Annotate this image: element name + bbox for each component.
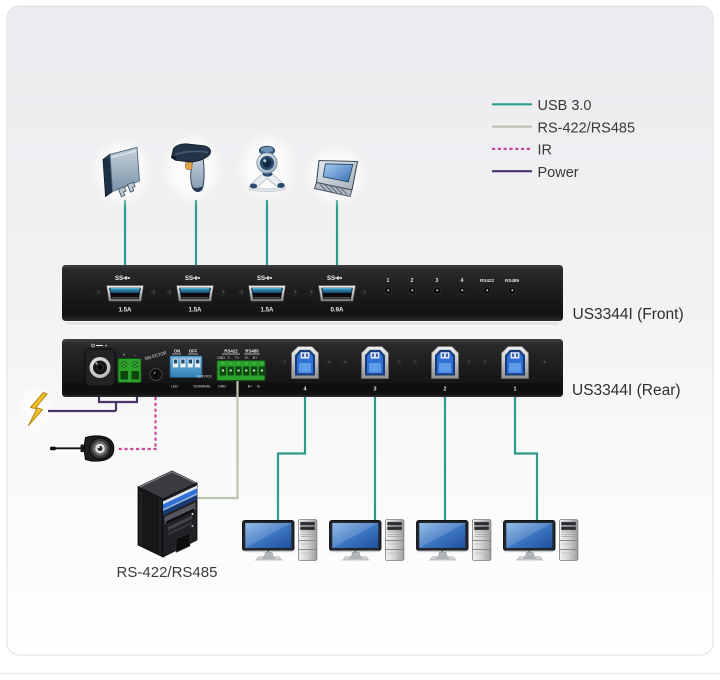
svg-text:1: 1 [387, 278, 390, 284]
svg-text:USB 3.0: USB 3.0 [538, 98, 592, 114]
svg-text:R+: R+ [253, 356, 258, 360]
svg-text:IR: IR [538, 143, 553, 159]
svg-text:+: + [123, 353, 126, 358]
svg-text:RS485: RS485 [505, 278, 519, 283]
svg-text:US3344I (Rear): US3344I (Rear) [572, 382, 681, 399]
svg-text:4: 4 [304, 387, 307, 393]
svg-text:T-: T- [227, 356, 231, 360]
svg-text:0.9A: 0.9A [330, 307, 344, 314]
svg-text:1: 1 [514, 387, 517, 393]
svg-text:GND: GND [217, 356, 225, 360]
svg-text:1.5A: 1.5A [260, 307, 274, 314]
svg-text:ON: ON [174, 349, 180, 354]
svg-text:LED: LED [171, 385, 178, 389]
svg-text:4: 4 [461, 278, 464, 284]
svg-text:-: - [134, 353, 136, 358]
svg-text:B+: B+ [248, 385, 253, 389]
svg-text:1.5A: 1.5A [188, 307, 202, 314]
svg-text:OFF: OFF [189, 349, 198, 354]
svg-text:RS422: RS422 [224, 349, 238, 354]
svg-text:T+: T+ [235, 356, 239, 360]
svg-text:Power: Power [538, 165, 579, 181]
svg-text:3: 3 [374, 387, 377, 393]
svg-text:2: 2 [444, 387, 447, 393]
svg-text:SERVICE: SERVICE [196, 375, 212, 379]
svg-text:TERMINAL: TERMINAL [193, 385, 211, 389]
svg-text:US3344I (Front): US3344I (Front) [573, 306, 684, 323]
svg-text:2: 2 [411, 278, 414, 284]
svg-text:R-: R- [245, 356, 250, 360]
svg-text:RS-422/RS485: RS-422/RS485 [117, 564, 218, 581]
svg-text:B-: B- [257, 385, 261, 389]
svg-text:RS422: RS422 [480, 278, 494, 283]
svg-text:RS-422/RS485: RS-422/RS485 [538, 120, 636, 136]
svg-text:SELECTOR: SELECTOR [144, 350, 167, 361]
svg-text:GND: GND [218, 385, 226, 389]
svg-text:1.5A: 1.5A [118, 307, 132, 314]
svg-text:RS485: RS485 [245, 349, 259, 354]
svg-text:3: 3 [436, 278, 439, 284]
